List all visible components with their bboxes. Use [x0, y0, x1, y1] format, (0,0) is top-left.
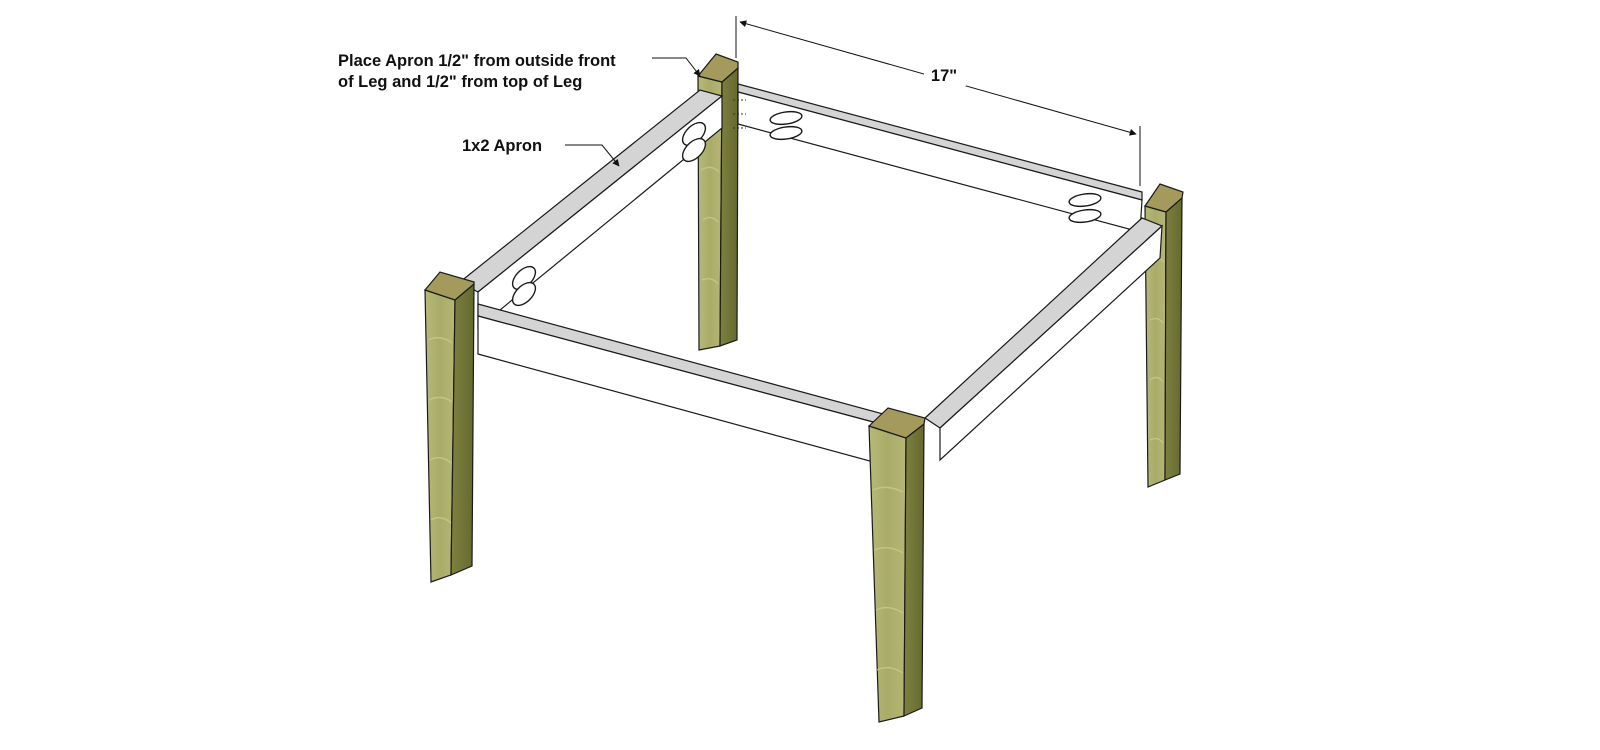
- dimension-label: 17": [931, 67, 957, 85]
- leg-front-right: [867, 407, 926, 723]
- leg-front-left: [423, 271, 475, 583]
- apron-right: [924, 217, 1164, 462]
- apron-right-top: [924, 217, 1164, 429]
- callout-apron: 1x2 Apron: [462, 137, 620, 167]
- apron-label: 1x2 Apron: [462, 137, 542, 155]
- apron-right-face: [939, 224, 1163, 462]
- leg-back-right-top: [1144, 183, 1184, 213]
- leg-front-left-side: [450, 282, 475, 576]
- leg-front-left-top: [423, 271, 475, 301]
- leg-back-left-side: [719, 66, 739, 347]
- leg-front-right-top: [867, 407, 926, 439]
- leg-front-left-front: [424, 289, 456, 583]
- leg-front-right-front: [868, 425, 907, 723]
- pocket-hole: [1068, 192, 1102, 208]
- leg-front-left-grain: [427, 336, 453, 524]
- leg-back-left-top: [696, 53, 739, 83]
- apron-back-top: [737, 83, 1143, 201]
- pocket-hole: [511, 281, 537, 307]
- leg-back-right: [1144, 183, 1184, 488]
- apron-leader: [565, 144, 620, 167]
- placement-leader: [652, 57, 701, 77]
- apron-left-top: [458, 89, 724, 293]
- callout-placement: Place Apron 1/2" from outside front of L…: [338, 52, 701, 91]
- leg-front-right-side: [903, 422, 925, 717]
- pocket-hole: [681, 137, 707, 163]
- apron-front-face: [477, 315, 889, 467]
- leg-front-right-grain: [872, 486, 904, 674]
- placement-note-line1: Place Apron 1/2" from outside front: [338, 52, 616, 70]
- apron-front: [477, 303, 900, 467]
- apron-left: [458, 89, 724, 330]
- apron-back: [733, 83, 1143, 233]
- leg-back-right-side: [1164, 196, 1183, 481]
- dimension-17: 17": [735, 16, 1141, 186]
- pocket-hole: [1068, 208, 1102, 224]
- placement-note-line2: of Leg and 1/2" from top of Leg: [338, 73, 582, 91]
- dimension-label-bg: [924, 64, 966, 86]
